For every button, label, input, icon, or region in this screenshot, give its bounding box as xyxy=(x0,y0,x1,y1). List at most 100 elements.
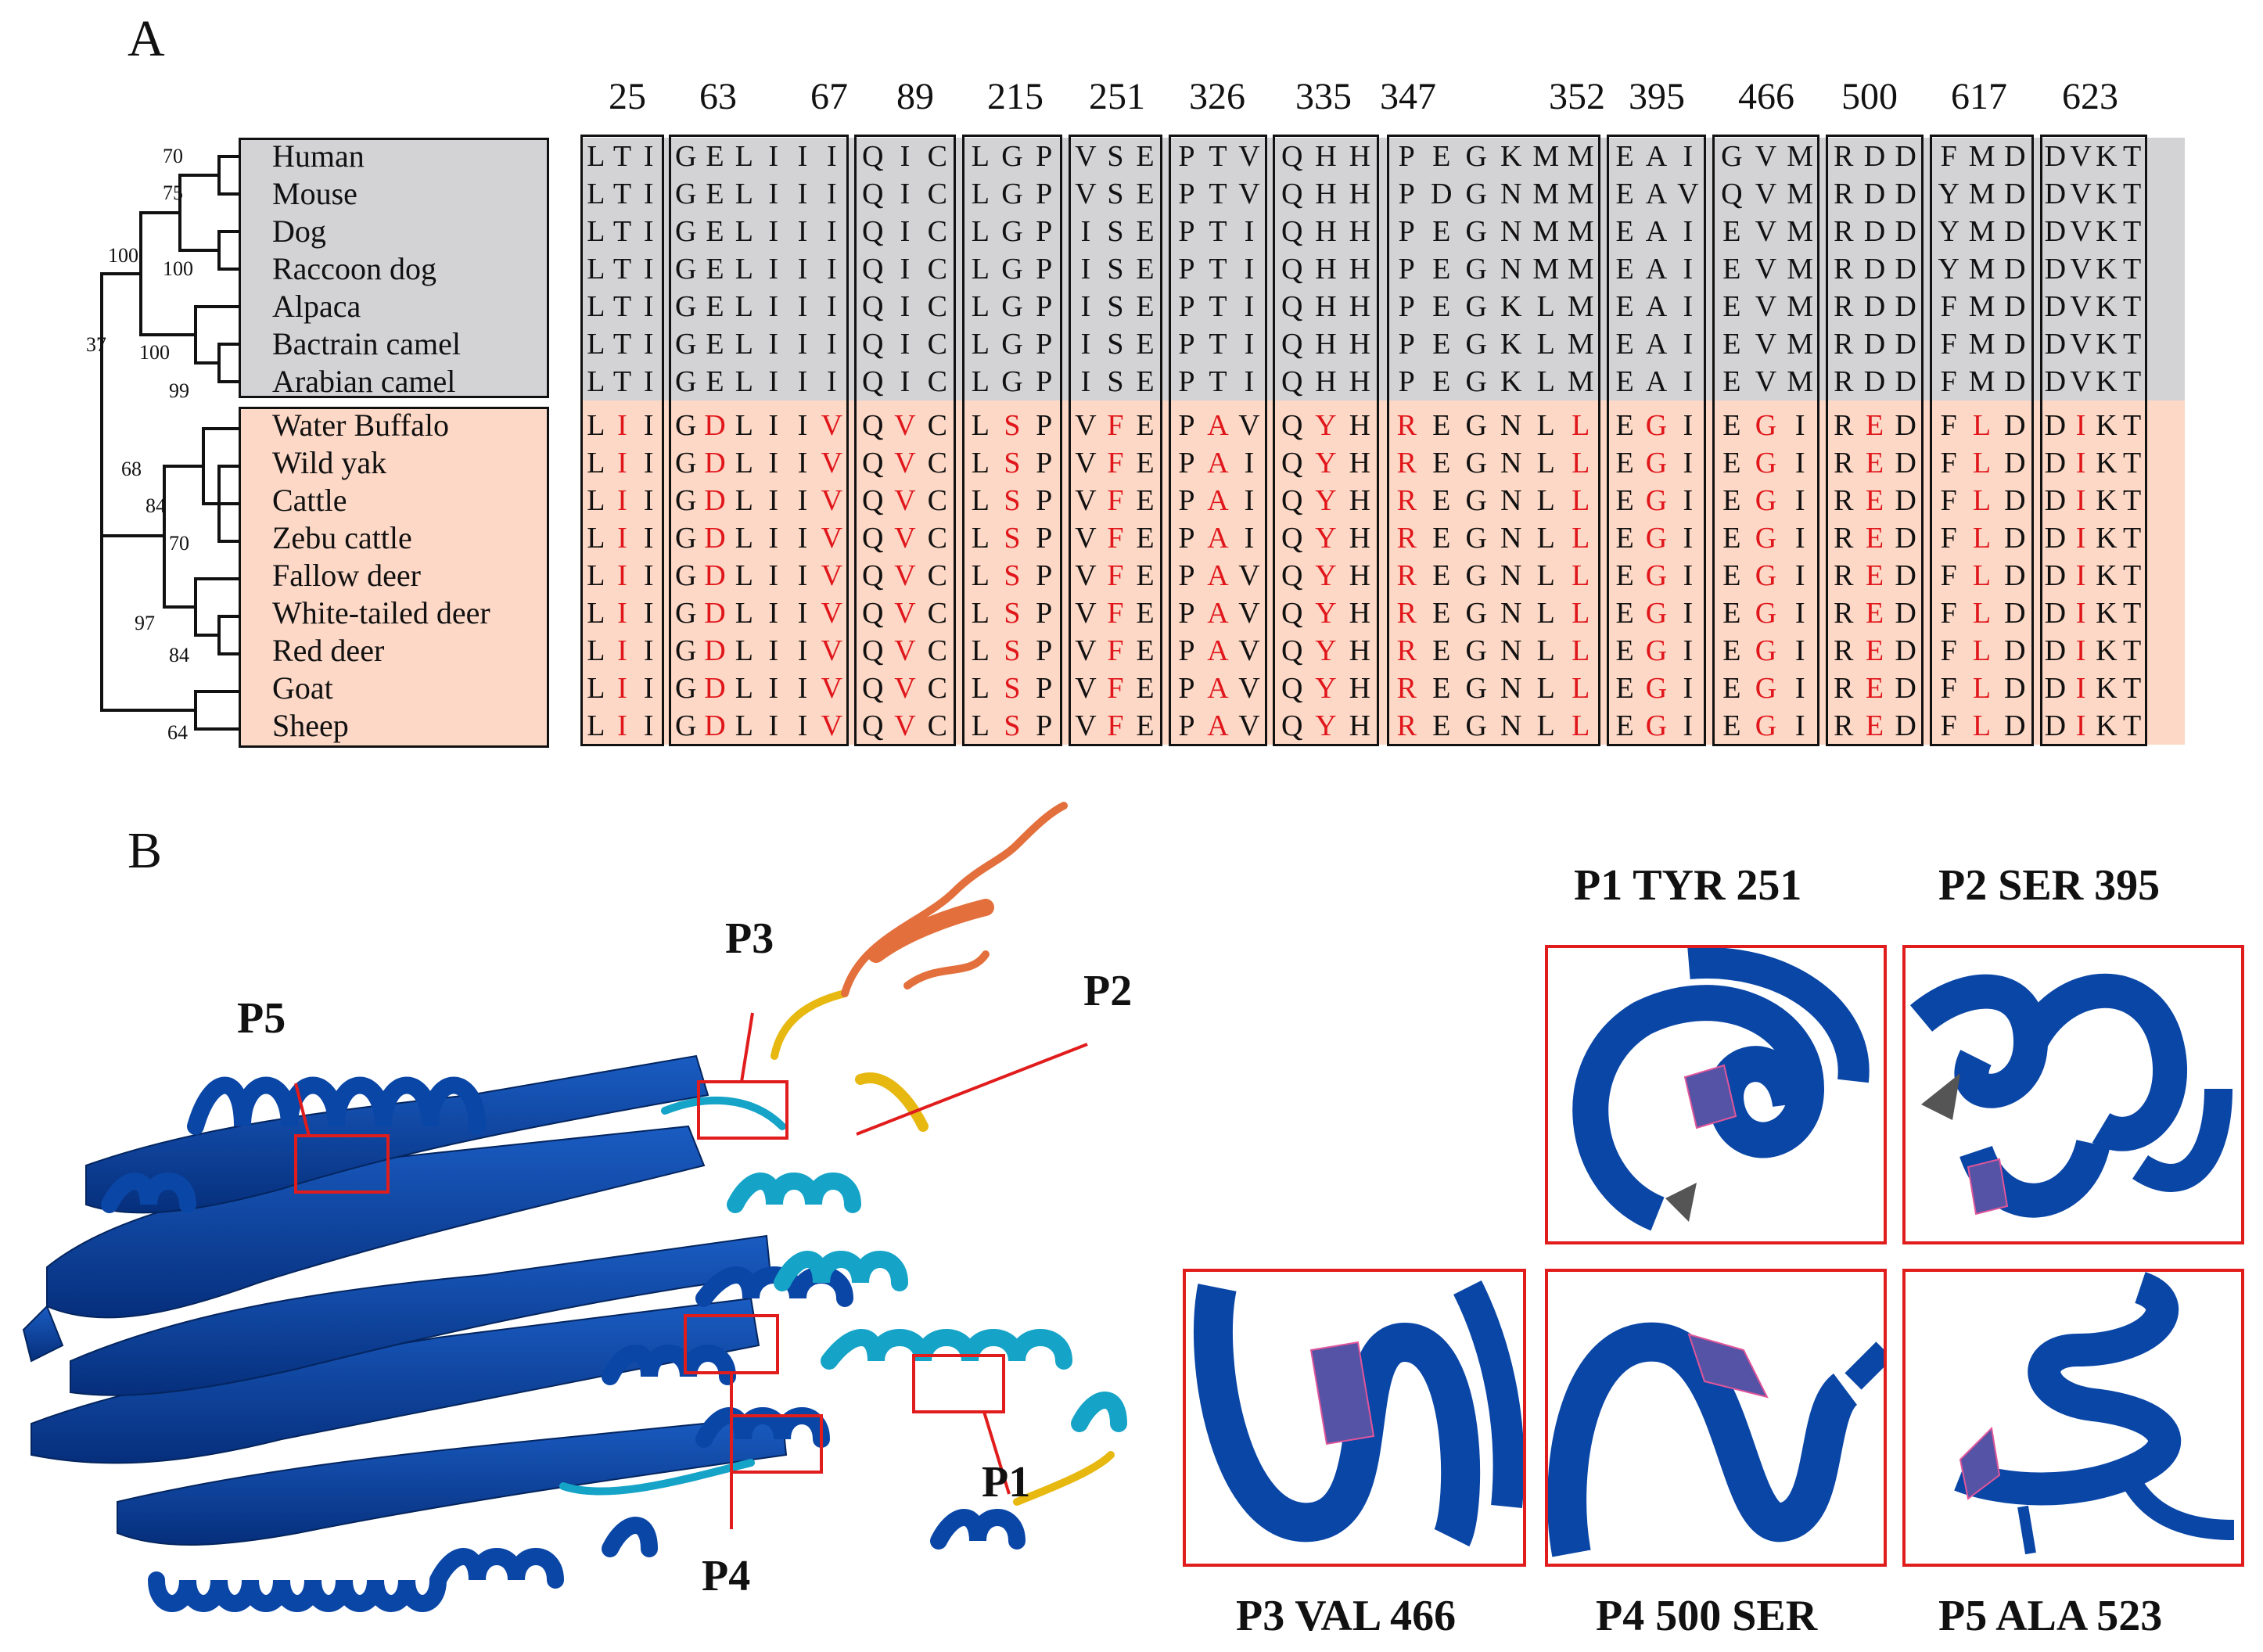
residue: L xyxy=(735,672,753,705)
residue: L xyxy=(587,559,605,592)
residue: I xyxy=(768,522,778,555)
residue: M xyxy=(1567,253,1594,286)
residue: A xyxy=(1645,328,1668,361)
residue: E xyxy=(1432,365,1451,398)
residue: K xyxy=(2096,178,2118,210)
residue: S xyxy=(1107,365,1124,398)
residue: D xyxy=(2004,365,2026,398)
residue: A xyxy=(1645,215,1668,248)
inset-p1 xyxy=(1545,945,1887,1244)
residue: G xyxy=(674,253,697,286)
residue: Y xyxy=(1938,215,1959,248)
residue: E xyxy=(1615,409,1634,442)
residue: E xyxy=(1615,484,1634,517)
residue: N xyxy=(1500,215,1522,248)
residue: I xyxy=(2075,672,2086,705)
residue: E xyxy=(1136,522,1155,555)
residue: Y xyxy=(1315,409,1337,442)
residue: I xyxy=(1683,597,1694,630)
residue: L xyxy=(1972,672,1992,705)
residue: F xyxy=(1940,140,1957,173)
residue: I xyxy=(1794,409,1805,442)
residue: E xyxy=(1136,409,1155,442)
residue: G xyxy=(1645,709,1668,742)
residue: I xyxy=(826,290,837,323)
residue: L xyxy=(735,215,753,248)
residue: L xyxy=(1972,597,1992,630)
residue: H xyxy=(1349,522,1371,555)
residue: C xyxy=(927,522,947,555)
residue: P xyxy=(1036,253,1053,286)
residue: D xyxy=(1895,290,1916,323)
leader-lines xyxy=(294,1012,1088,1529)
residue: D xyxy=(1895,559,1916,592)
residue: D xyxy=(1895,178,1916,210)
residue: I xyxy=(768,447,778,479)
residue: E xyxy=(706,290,724,323)
position-label: 67 xyxy=(810,76,848,117)
residue: I xyxy=(643,178,654,210)
residue: R xyxy=(1396,597,1417,630)
alignment-block xyxy=(580,135,664,746)
residue: I xyxy=(1683,484,1694,517)
residue: Y xyxy=(1315,709,1337,742)
residue: T xyxy=(2123,215,2142,248)
residue: I xyxy=(2075,522,2086,555)
residue: V xyxy=(1075,597,1097,630)
residue: E xyxy=(1865,522,1884,555)
bootstrap-value: 75 xyxy=(163,181,183,204)
residue: Q xyxy=(1281,709,1303,742)
residue: D xyxy=(2004,409,2026,442)
residue: I xyxy=(797,559,808,592)
residue: M xyxy=(1567,365,1594,398)
residue: N xyxy=(1500,634,1522,667)
residue: G xyxy=(1645,672,1668,705)
residue: V xyxy=(821,597,843,630)
residue: K xyxy=(2096,365,2118,398)
residue: R xyxy=(1396,484,1417,517)
residue: T xyxy=(612,290,632,323)
residue: L xyxy=(1972,484,1992,517)
residue: T xyxy=(612,253,632,286)
residue: G xyxy=(674,522,697,555)
residue: T xyxy=(2123,253,2142,286)
residue: I xyxy=(617,484,627,517)
residue: E xyxy=(706,140,724,173)
residue: I xyxy=(1244,328,1255,361)
residue: N xyxy=(1500,522,1522,555)
residue: P xyxy=(1178,290,1195,323)
residue: G xyxy=(674,290,697,323)
residue: L xyxy=(735,597,753,630)
residue: V xyxy=(821,672,843,705)
residue: G xyxy=(1645,597,1668,630)
residue: V xyxy=(1755,178,1777,210)
residue: L xyxy=(735,559,753,592)
species-name: Zebu cattle xyxy=(272,520,412,555)
position-label: 617 xyxy=(1951,76,2007,117)
residue: F xyxy=(1940,484,1957,517)
residue: H xyxy=(1315,140,1337,173)
residue: E xyxy=(1865,447,1884,479)
residue: I xyxy=(1794,709,1805,742)
residue: D xyxy=(2044,409,2067,442)
residue: L xyxy=(587,365,605,398)
species-name: Cattle xyxy=(272,483,347,518)
residue: I xyxy=(797,140,808,173)
residue: D xyxy=(1895,634,1916,667)
residue: K xyxy=(2096,709,2118,742)
residue: Q xyxy=(861,597,884,630)
residue: E xyxy=(1722,447,1741,479)
residue: I xyxy=(768,253,778,286)
residue: P xyxy=(1398,365,1415,398)
residue: E xyxy=(1432,447,1451,479)
residue: Q xyxy=(861,634,884,667)
residue: A xyxy=(1645,178,1668,210)
residue: F xyxy=(1107,522,1124,555)
residue: Q xyxy=(1281,178,1303,210)
residue: V xyxy=(1755,365,1777,398)
residue: I xyxy=(900,365,911,398)
residue: H xyxy=(1349,253,1371,286)
residue: V xyxy=(894,634,916,667)
residue: N xyxy=(1500,178,1522,210)
residue: R xyxy=(1396,672,1417,705)
